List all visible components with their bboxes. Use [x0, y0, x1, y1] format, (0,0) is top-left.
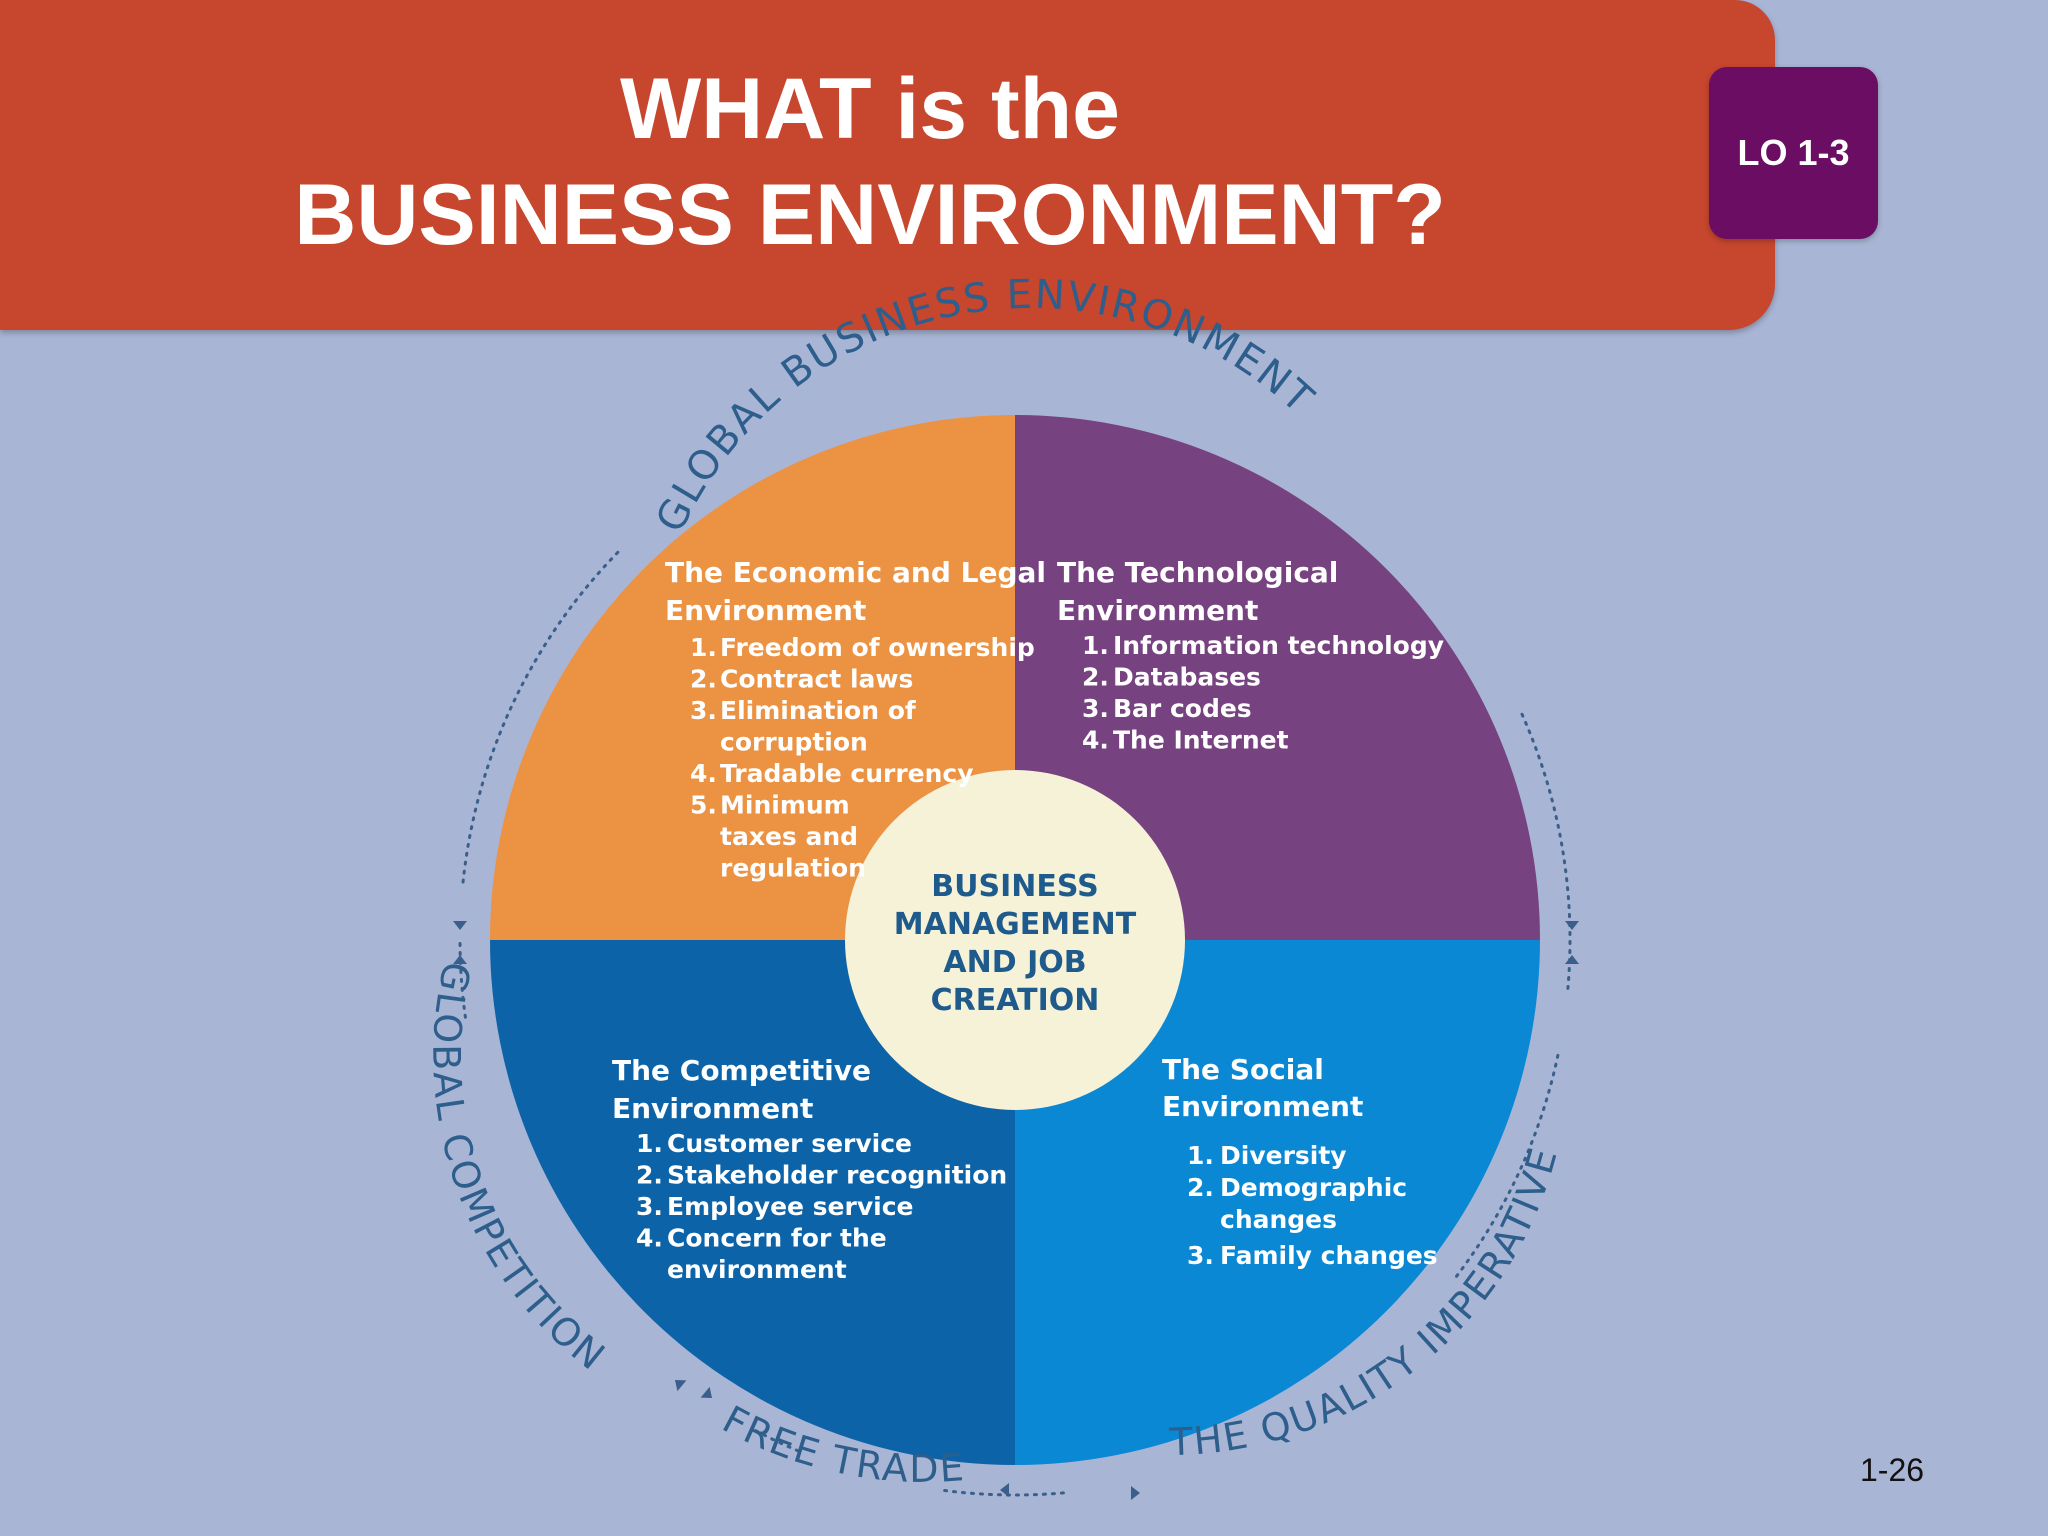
ring-arrow-icon — [700, 1386, 712, 1398]
quadrant-title-line: Environment — [1162, 1090, 1363, 1123]
quadrant-item-number: 5. — [690, 791, 717, 820]
quadrant-item-number: 1. — [1187, 1141, 1214, 1170]
quadrant-title-line: The Economic and Legal — [665, 556, 1046, 589]
ring-arrow-icon — [453, 955, 467, 964]
ring-arrow-icon — [1000, 1483, 1009, 1497]
quadrant-item-text: Stakeholder recognition — [667, 1161, 1007, 1190]
slide-number: 1-26 — [1860, 1452, 1925, 1488]
dotted-ring-segment — [461, 546, 625, 884]
dotted-ring-segment — [458, 938, 467, 1019]
quadrant-social — [1015, 940, 1540, 1465]
quadrant-competitive — [490, 940, 1015, 1465]
title-banner: WHAT is the BUSINESS ENVIRONMENT? — [0, 0, 1775, 330]
page-title-line-1: WHAT is the — [619, 61, 1121, 157]
quadrant-item-text: Employee service — [667, 1192, 913, 1221]
quadrant-title-line: Environment — [1057, 594, 1258, 627]
learning-objective-badge: LO 1-3 — [1709, 67, 1878, 239]
center-circle — [845, 770, 1185, 1110]
quadrant-item-text: corruption — [720, 728, 868, 757]
quadrant-item-number: 1. — [1082, 631, 1109, 660]
quadrant-item-text: Demographic — [1220, 1173, 1407, 1202]
quadrant-item-text: Concern for the — [667, 1224, 887, 1253]
center-label-line: BUSINESS — [931, 869, 1098, 904]
quadrant-title-line: The Social — [1162, 1053, 1324, 1086]
quadrant-item-text: Diversity — [1220, 1141, 1347, 1170]
quadrant-title-line: The Technological — [1057, 556, 1338, 589]
quadrant-item-number: 2. — [1187, 1173, 1214, 1202]
page-title-line-2: BUSINESS ENVIRONMENT? — [294, 167, 1446, 263]
center-label-line: MANAGEMENT — [894, 907, 1137, 942]
quadrant-item-number: 4. — [1082, 726, 1109, 755]
dotted-ring-segment — [936, 1488, 1065, 1497]
quadrant-text: The Economic and LegalEnvironment1.Freed… — [612, 556, 1444, 1284]
quadrant-title-line: Environment — [612, 1092, 813, 1125]
quadrant-item-text: Minimum — [720, 791, 850, 820]
quadrant-item-text: Tradable currency — [720, 759, 974, 788]
quadrant-item-text: regulation — [720, 854, 866, 883]
quadrant-item-text: Bar codes — [1113, 694, 1252, 723]
quadrant-item-number: 4. — [690, 759, 717, 788]
quadrant-item-text: Family changes — [1220, 1241, 1438, 1270]
quadrants — [490, 415, 1540, 1465]
dotted-ring-segment — [1450, 1053, 1560, 1284]
ring-arrow-icon — [1565, 921, 1579, 930]
quadrant-item-text: Information technology — [1113, 631, 1444, 660]
center-label-line: AND JOB — [943, 945, 1086, 980]
quadrant-item-number: 3. — [1082, 694, 1109, 723]
quadrant-item-text: Elimination of — [720, 696, 917, 725]
quadrant-item-number: 1. — [690, 633, 717, 662]
quadrant-item-text: Customer service — [667, 1129, 912, 1158]
quadrant-item-number: 3. — [636, 1192, 663, 1221]
dotted-ring-segment — [752, 1428, 800, 1453]
quadrant-item-number: 2. — [636, 1161, 663, 1190]
quadrant-item-number: 2. — [690, 665, 717, 694]
quadrant-item-text: Databases — [1113, 663, 1261, 692]
center-label-line: CREATION — [931, 983, 1100, 1018]
quadrant-item-number: 1. — [636, 1129, 663, 1158]
quadrant-item-text: environment — [667, 1255, 847, 1284]
quadrant-item-text: Freedom of ownership — [720, 633, 1035, 662]
quadrant-item-text: The Internet — [1113, 726, 1289, 755]
ring-arrow-icon — [675, 1380, 687, 1392]
quadrant-technological — [1015, 415, 1540, 940]
outer-ring — [453, 546, 1579, 1500]
quadrant-title-line: The Competitive — [612, 1054, 871, 1087]
quadrant-title-line: Environment — [665, 594, 866, 627]
ring-arrow-icon — [1565, 955, 1579, 964]
quadrant-item-text: changes — [1220, 1205, 1337, 1234]
quadrant-item-number: 3. — [1187, 1241, 1214, 1270]
quadrant-item-number: 3. — [690, 696, 717, 725]
quadrant-item-number: 4. — [636, 1224, 663, 1253]
quadrant-item-number: 2. — [1082, 663, 1109, 692]
ring-arrow-icon — [1131, 1486, 1140, 1500]
quadrant-item-text: taxes and — [720, 822, 858, 851]
ring-arrow-icon — [453, 921, 467, 930]
quadrant-economic-legal — [490, 415, 1015, 940]
quadrant-item-text: Contract laws — [720, 665, 913, 694]
